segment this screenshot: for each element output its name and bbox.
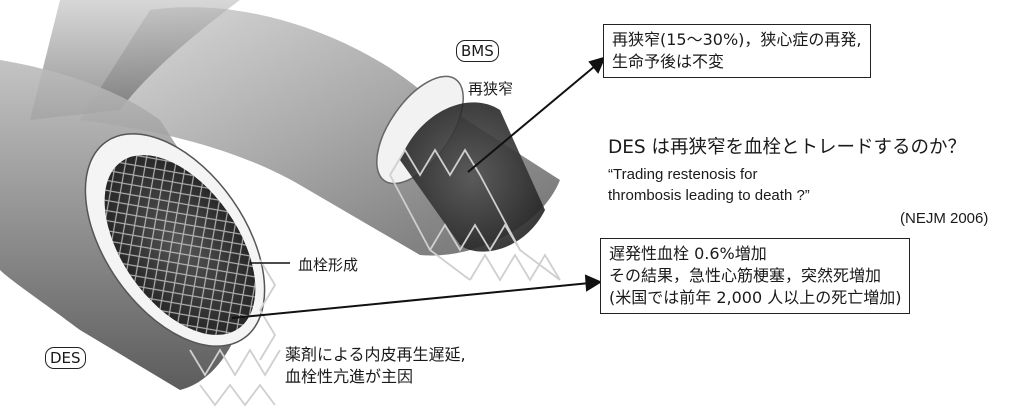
des-outcome-line1: 遅発性血栓 0.6%増加 bbox=[609, 243, 901, 265]
bms-arrowhead bbox=[590, 58, 604, 72]
des-label: DES bbox=[45, 347, 86, 369]
restenosis-label: 再狭窄 bbox=[468, 78, 513, 99]
des-outcome-line2: その結果，急性心筋梗塞，突然死増加 bbox=[609, 265, 901, 287]
des-cause-text: 薬剤による内皮再生遅延, 血栓性亢進が主因 bbox=[285, 344, 466, 388]
bms-outcome-line1: 再狭窄(15～30%)，狭心症の再発, bbox=[612, 29, 862, 51]
citation: (NEJM 2006) bbox=[900, 210, 988, 227]
bms-label: BMS bbox=[456, 40, 499, 62]
quote-line2: thrombosis leading to death ?” bbox=[608, 185, 810, 206]
quote-line1: “Trading restenosis for bbox=[608, 164, 810, 185]
question-quote: “Trading restenosis for thrombosis leadi… bbox=[608, 164, 810, 206]
bms-outcome-box: 再狭窄(15～30%)，狭心症の再発, 生命予後は不変 bbox=[603, 24, 871, 78]
bms-outcome-line2: 生命予後は不変 bbox=[612, 51, 862, 73]
des-arrow bbox=[232, 283, 590, 318]
des-cause-line2: 血栓性亢進が主因 bbox=[285, 366, 466, 388]
des-outcome-box: 遅発性血栓 0.6%増加 その結果，急性心筋梗塞，突然死増加 (米国では前年 2… bbox=[600, 238, 910, 314]
question-heading: DES は再狭窄を血栓とトレードするのか？ bbox=[608, 133, 966, 159]
des-cause-line1: 薬剤による内皮再生遅延, bbox=[285, 344, 466, 366]
des-outcome-line3: (米国では前年 2,000 人以上の死亡増加) bbox=[609, 287, 901, 309]
thrombus-formation-label: 血栓形成 bbox=[298, 254, 358, 275]
des-arrowhead bbox=[586, 276, 600, 290]
